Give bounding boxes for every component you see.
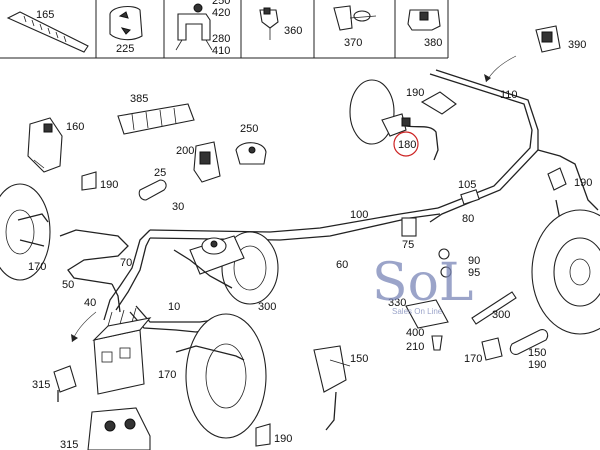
bracket-part xyxy=(175,3,213,51)
callout-190-left: 190 xyxy=(100,179,118,191)
pin-295 xyxy=(471,291,517,325)
callout-40: 10 xyxy=(168,301,180,313)
callout-75: 75 xyxy=(402,239,414,251)
callout-160: 160 xyxy=(66,121,84,133)
brake-booster-master-cylinder xyxy=(189,231,279,305)
callout-310: 330 xyxy=(388,297,406,309)
part-label-370: 370 xyxy=(344,37,362,49)
fitting-75 xyxy=(401,217,417,237)
callout-110: 110 xyxy=(500,89,518,101)
callout-25: 25 xyxy=(154,167,166,179)
callout-70: 60 xyxy=(336,259,348,271)
highlight-circle-180 xyxy=(393,131,419,157)
callout-50: 40 xyxy=(84,297,96,309)
cable-tie-part xyxy=(6,11,89,53)
bracket-190-right xyxy=(547,167,567,191)
callout-105: 105 xyxy=(458,179,476,191)
callout-180: 180 xyxy=(398,139,416,151)
grommet-part xyxy=(407,9,441,31)
callout-170-center: 170 xyxy=(158,369,176,381)
callout-100: 100 xyxy=(350,209,368,221)
rear-brake-disc-right xyxy=(531,209,600,335)
callout-320: 210 xyxy=(406,341,424,353)
callout-190-upper: 190 xyxy=(406,87,424,99)
cap-part xyxy=(109,5,143,41)
bracket-190-lower xyxy=(255,423,271,447)
watermark-tagline: Sales On Line xyxy=(392,307,443,316)
callout-300: 150 xyxy=(528,347,546,359)
callout-30: 30 xyxy=(172,201,184,213)
part-label-410: 410 xyxy=(212,45,230,57)
brake-hose-180 xyxy=(349,79,439,161)
part-label-360: 360 xyxy=(284,25,302,37)
sleeve-25 xyxy=(138,179,167,201)
front-brake-disc-left xyxy=(0,183,51,281)
part-label-280: 280 xyxy=(212,33,230,45)
sol-watermark-logo: SoL Sales On Line xyxy=(372,253,473,316)
part-label-380: 380 xyxy=(424,37,442,49)
callout-150: 150 xyxy=(350,353,368,365)
callout-270: 400 xyxy=(406,327,424,339)
callout-330: 170 xyxy=(464,353,482,365)
sensor-bracket-150 xyxy=(313,345,351,431)
callout-170-left: 170 xyxy=(28,261,46,273)
part-label-225: 225 xyxy=(116,43,134,55)
bleed-nipple-270 xyxy=(431,335,443,351)
front-brake-disc-center xyxy=(175,313,267,439)
parts-header-strip: 165 225 250 420 280 410 360 370 xyxy=(0,0,449,59)
callout-200: 200 xyxy=(176,145,194,157)
watermark-logo: SoL xyxy=(372,253,473,313)
callout-390: 390 xyxy=(568,39,586,51)
sensor-210 xyxy=(53,365,77,402)
fittings-90-95 xyxy=(438,248,452,278)
part-label-165: 165 xyxy=(36,9,54,21)
callout-250: 250 xyxy=(240,123,258,135)
pipe-clamp-105 xyxy=(460,189,480,205)
callout-210: 315 xyxy=(32,379,50,391)
clip-330 xyxy=(481,337,503,361)
callout-315: 315 xyxy=(60,439,78,450)
callout-190-lower: 190 xyxy=(274,433,292,445)
holder-part xyxy=(333,5,377,31)
callout-10: 300 xyxy=(258,301,276,313)
abs-hydraulic-unit xyxy=(92,307,152,395)
bracket-190-left xyxy=(81,171,97,191)
clip-part xyxy=(259,7,279,40)
bracket-190-upper xyxy=(420,91,457,115)
callout-60: 50 xyxy=(62,279,74,291)
part-315 xyxy=(87,407,151,450)
callout-400: 190 xyxy=(528,359,546,371)
bracket-160 xyxy=(27,117,63,173)
clip-390 xyxy=(535,25,561,53)
clip-strip-385 xyxy=(117,103,195,135)
sleeve-300 xyxy=(509,329,549,355)
callout-190-right: 190 xyxy=(574,177,592,189)
cap-250 xyxy=(235,142,267,165)
callout-385: 385 xyxy=(130,93,148,105)
callout-295: 300 xyxy=(492,309,510,321)
callout-80: 80 xyxy=(462,213,474,225)
callout-20: 70 xyxy=(120,257,132,269)
part-label-250-top: 250 xyxy=(212,0,230,7)
part-label-420: 420 xyxy=(212,7,230,19)
bracket-310 xyxy=(405,299,449,329)
rear-brake-lines xyxy=(149,69,599,247)
callout-90: 90 xyxy=(468,255,480,267)
bracket-200 xyxy=(193,141,221,183)
callout-95: 95 xyxy=(468,267,480,279)
